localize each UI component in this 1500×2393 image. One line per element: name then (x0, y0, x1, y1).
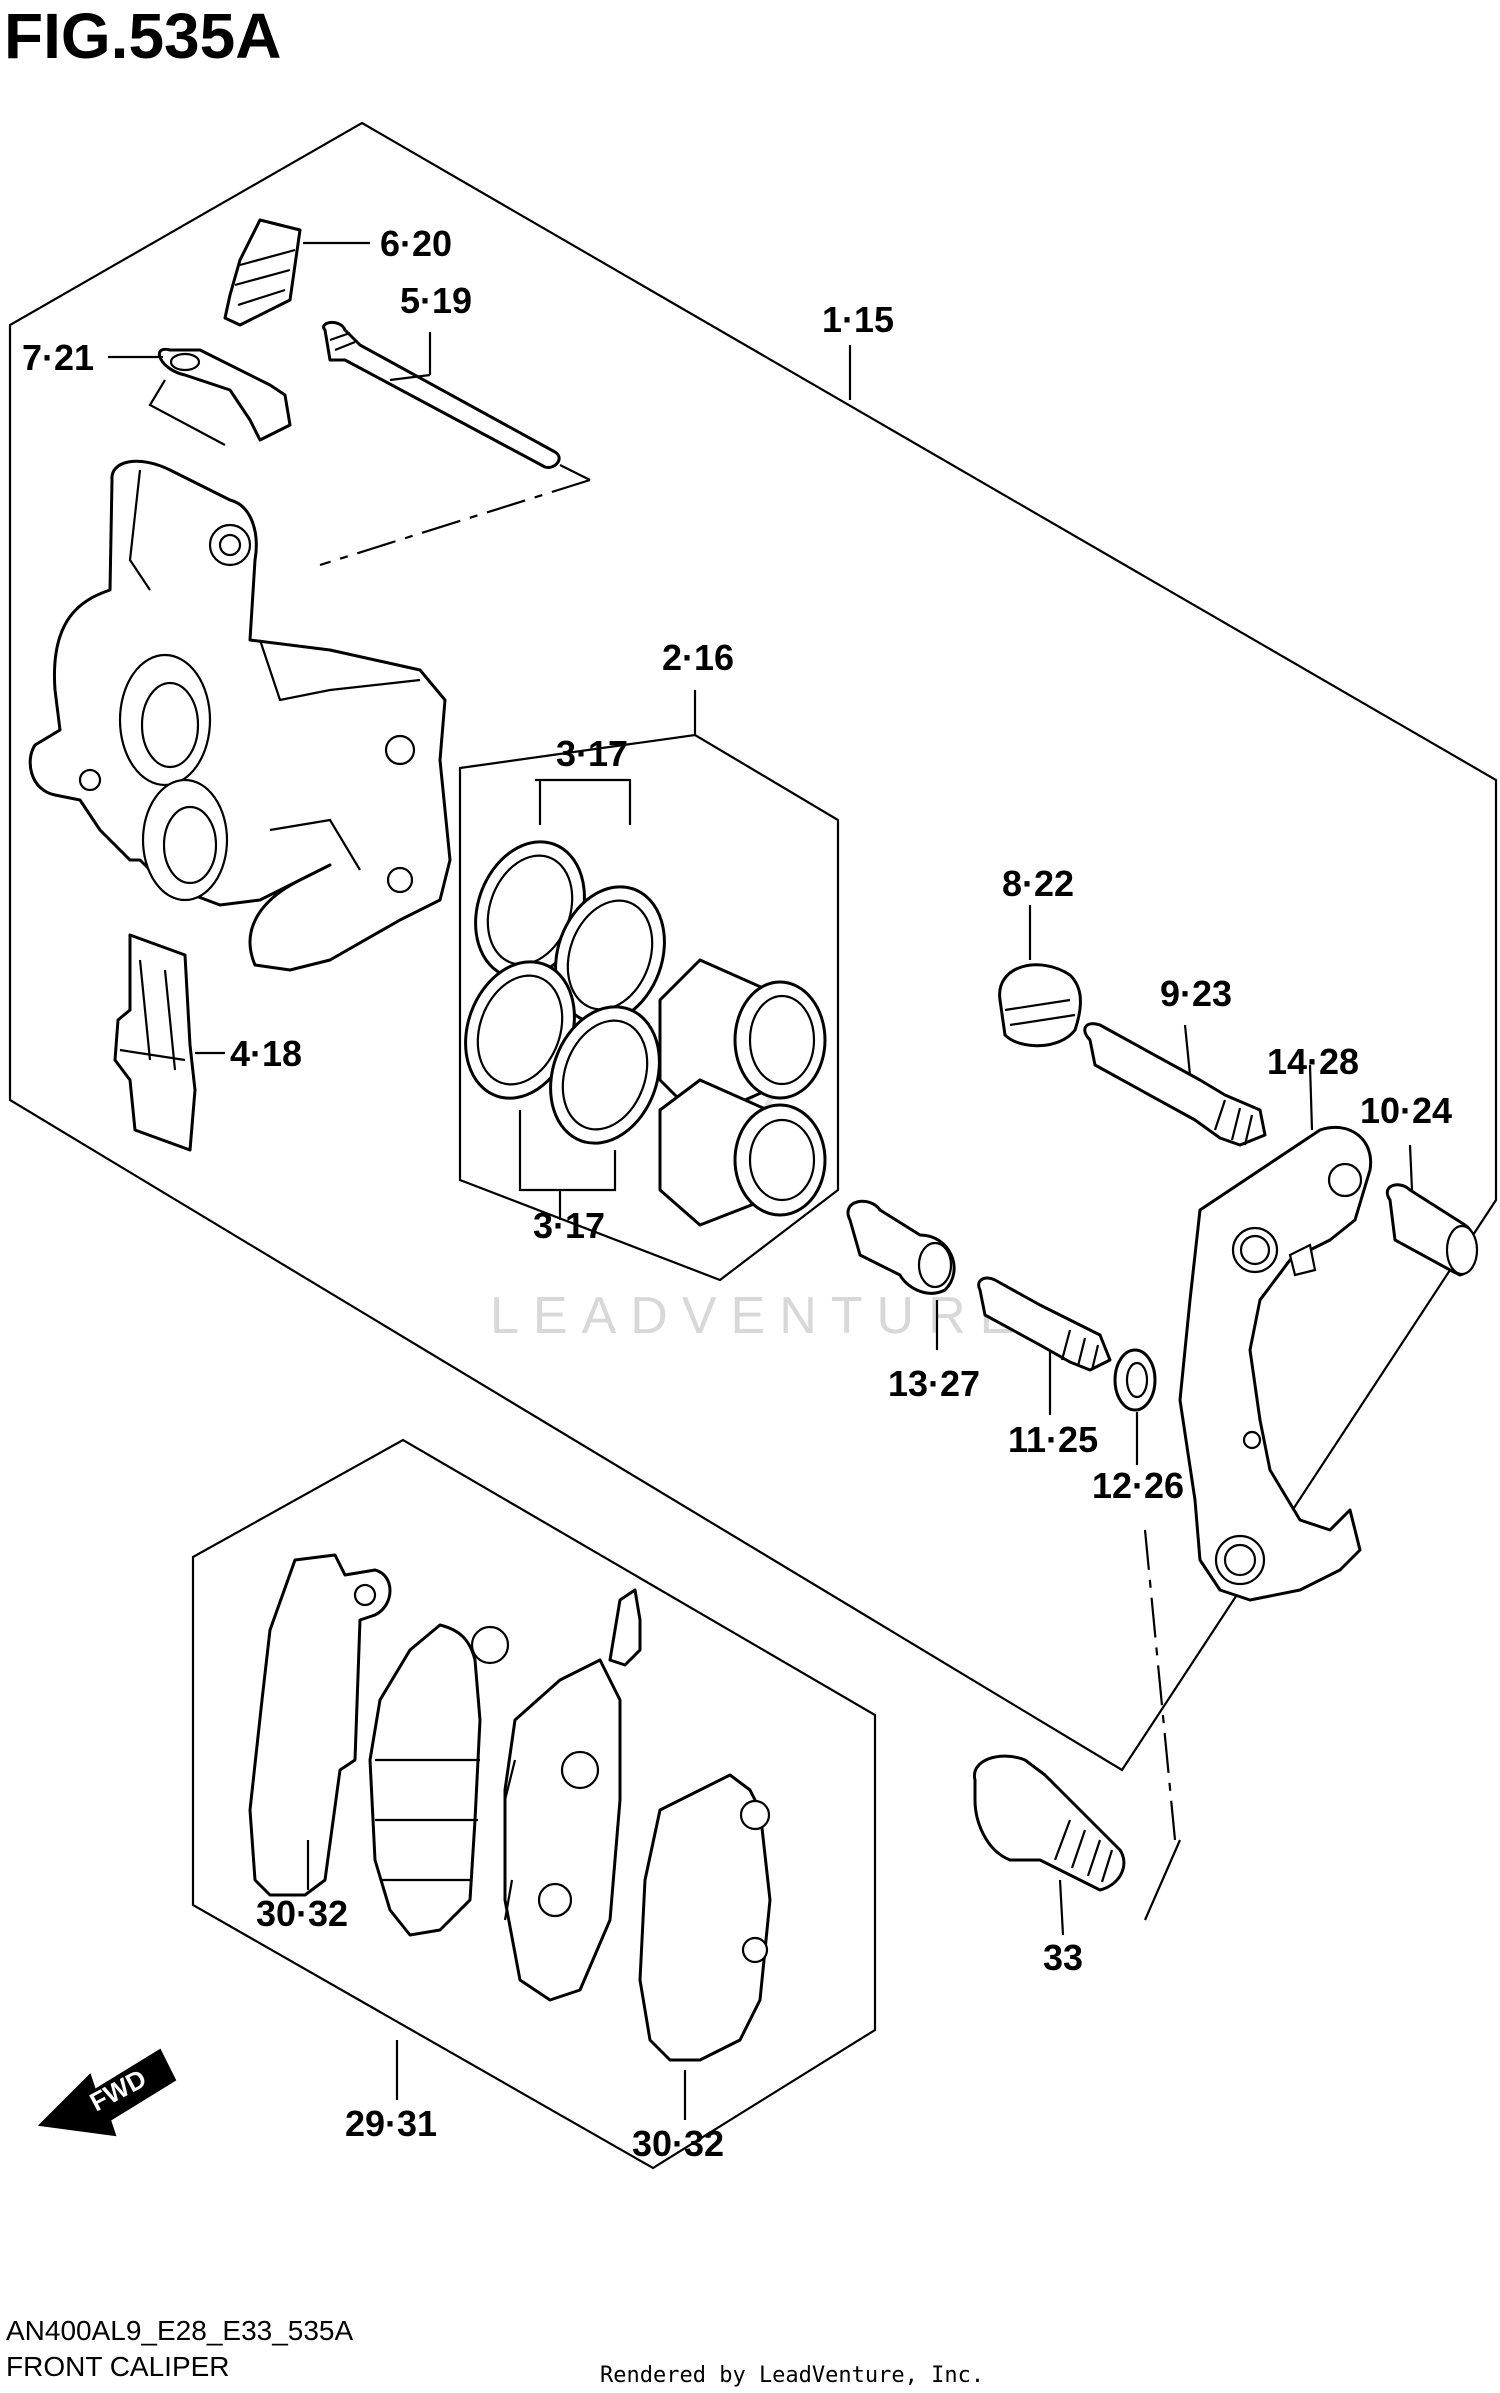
callout-11-25: 11·25 (1008, 1419, 1098, 1460)
caliper-body (28, 459, 452, 972)
mounting-bolt (973, 1754, 1126, 1892)
callout-30-32-right: 30·32 (632, 2123, 724, 2164)
credit-text: Rendered by LeadVenture, Inc. (600, 2363, 984, 2388)
callout-3-17-top: 3·17 (556, 733, 628, 774)
watermark-text: LEADVENTURE (490, 1287, 1028, 1345)
brake-pad-lining-left (368, 1623, 510, 1937)
pin-bolt-13 (846, 1199, 956, 1295)
brake-pad-lining-right (503, 1658, 622, 2002)
washer (1113, 1348, 1157, 1412)
figure-title: FIG.535A (4, 0, 281, 72)
callout-10-24: 10·24 (1360, 1090, 1452, 1131)
callout-13-27: 13·27 (888, 1363, 980, 1404)
leader-lines (108, 241, 1414, 2120)
pin-boot (998, 963, 1082, 1048)
pad-spring (113, 933, 197, 1152)
brake-pad-backing-right (638, 1773, 772, 2062)
callout-4-18: 4·18 (230, 1033, 302, 1074)
pad-shim-right (608, 1588, 642, 1667)
forward-direction-arrow: FWD (37, 2048, 177, 2137)
callout-7-21: 7·21 (22, 337, 94, 378)
pad-set-outline (191, 1438, 877, 2170)
caliper-bracket (1178, 1125, 1373, 1602)
caliper-pin (322, 321, 561, 469)
pistons (658, 958, 827, 1227)
callout-14-28: 14·28 (1267, 1041, 1359, 1082)
callout-30-32-left: 30·32 (256, 1893, 348, 1934)
model-code: AN400AL9_E28_E33_535A (6, 2315, 354, 2346)
section-name: FRONT CALIPER (6, 2351, 230, 2382)
brake-pad-backing-left (248, 1553, 392, 1897)
piston-seals (464, 840, 666, 1145)
bleeder-cap (157, 347, 292, 442)
callout-8-22: 8·22 (1002, 863, 1074, 904)
callout-5-19: 5·19 (400, 280, 472, 321)
callout-33: 33 (1043, 1937, 1083, 1978)
pin-bolt-11 (977, 1276, 1112, 1372)
bracket-sleeve (1386, 1183, 1479, 1277)
callout-2-16: 2·16 (662, 637, 734, 678)
callout-12-26: 12·26 (1092, 1465, 1184, 1506)
slide-pin (1083, 1022, 1267, 1147)
callout-9-23: 9·23 (1160, 973, 1232, 1014)
callout-3-17-bottom: 3·17 (533, 1205, 605, 1246)
caliper-assembly-outline (8, 121, 1498, 1772)
callout-1-15: 1·15 (822, 299, 894, 340)
callout-6-20: 6·20 (380, 223, 452, 264)
callout-29-31: 29·31 (345, 2103, 437, 2144)
bleeder-screw (223, 218, 302, 327)
